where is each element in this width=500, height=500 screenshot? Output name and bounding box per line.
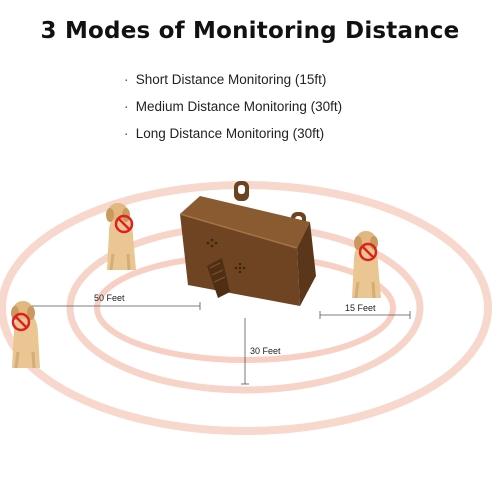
no-bark-icon xyxy=(114,214,134,234)
speaker-hole xyxy=(238,270,242,274)
distance-markers xyxy=(22,302,411,385)
down-distance-label: 30 Feet xyxy=(250,346,281,356)
mode-label: Long Distance Monitoring (30ft) xyxy=(135,126,325,141)
mode-list: · Short Distance Monitoring (15ft) · Med… xyxy=(124,66,342,147)
speaker-hole xyxy=(210,244,214,248)
mode-dial xyxy=(207,258,230,298)
dog-left xyxy=(11,301,40,369)
mode-item-long: · Long Distance Monitoring (30ft) xyxy=(124,120,342,147)
speaker-hole xyxy=(238,262,242,266)
right-distance-label: 15 Feet xyxy=(345,303,376,313)
bullet-icon: · xyxy=(124,99,129,114)
speaker-hole xyxy=(206,241,210,245)
bullet-icon: · xyxy=(124,72,129,87)
speaker-hole xyxy=(238,266,242,270)
mode-label: Medium Distance Monitoring (30ft) xyxy=(135,99,343,114)
bullet-icon: · xyxy=(124,126,129,141)
dog-right xyxy=(352,231,381,299)
speaker-hole xyxy=(214,241,218,245)
no-bark-icon xyxy=(11,312,31,332)
speaker-hole xyxy=(210,238,214,242)
speaker-hole xyxy=(242,266,246,270)
dog-top-left xyxy=(106,203,136,271)
bark-control-device xyxy=(179,181,316,306)
mode-label: Short Distance Monitoring (15ft) xyxy=(135,72,327,87)
page-title: 3 Modes of Monitoring Distance xyxy=(40,18,460,44)
speaker-hole xyxy=(234,266,238,270)
left-distance-label: 50 Feet xyxy=(94,293,125,303)
mode-item-short: · Short Distance Monitoring (15ft) xyxy=(124,66,342,93)
mode-item-medium: · Medium Distance Monitoring (30ft) xyxy=(124,93,342,120)
no-bark-icon xyxy=(358,242,378,262)
